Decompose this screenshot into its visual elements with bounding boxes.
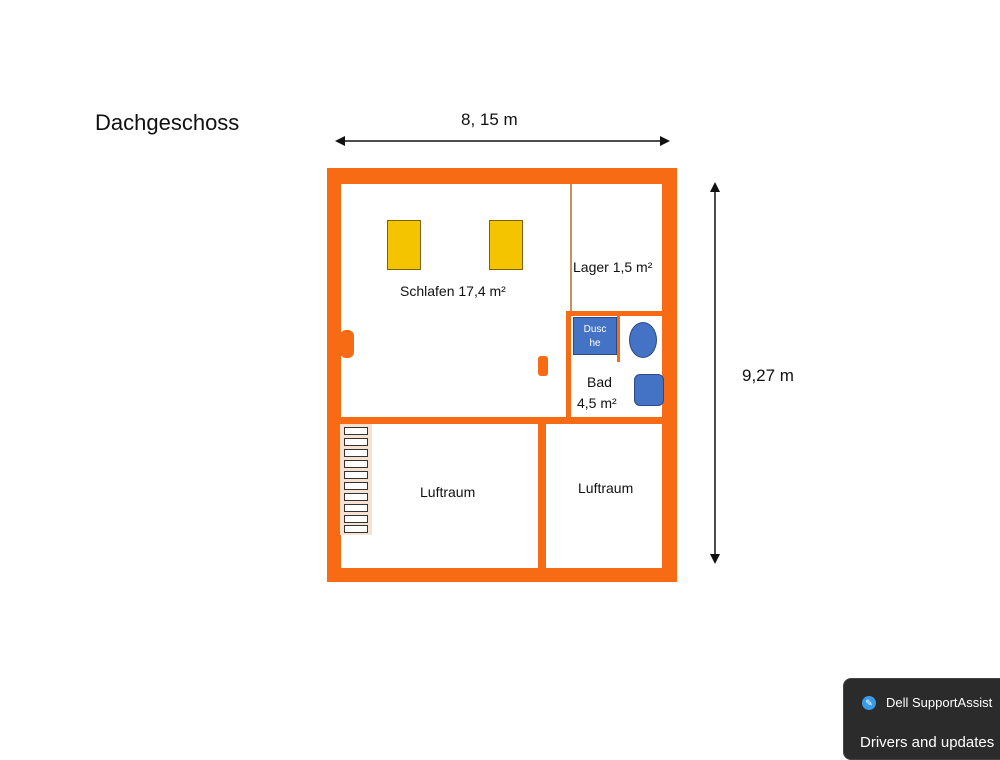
room-label-lager: Lager 1,5 m²: [573, 259, 653, 275]
room-label-bad-area: 4,5 m²: [577, 395, 617, 411]
shower: Dusc he: [573, 317, 617, 355]
shower-label-1: Dusc: [583, 324, 607, 335]
room-label-luftraum-left: Luftraum: [420, 484, 476, 500]
notification-app-name: Dell SupportAssist: [886, 695, 993, 710]
sink-icon: [634, 374, 664, 406]
room-label-luftraum-right: Luftraum: [578, 480, 634, 496]
wrench-icon: ✎: [862, 696, 876, 710]
room-label-schlafen: Schlafen 17,4 m²: [400, 283, 506, 299]
height-label: 9,27 m: [742, 366, 794, 385]
room-label-bad: Bad: [587, 374, 612, 390]
staircase: [340, 424, 372, 535]
roof-window-left: [387, 220, 421, 270]
shower-label-2: he: [589, 338, 601, 349]
notification-message: Drivers and updates: [860, 734, 995, 751]
toilet-icon: [629, 322, 657, 358]
floor-title: Dachgeschoss: [95, 110, 240, 135]
roof-window-right: [489, 220, 523, 270]
dell-supportassist-notification[interactable]: ✎ Dell SupportAssist Drivers and updates: [843, 678, 1000, 760]
width-label: 8, 15 m: [461, 110, 518, 129]
